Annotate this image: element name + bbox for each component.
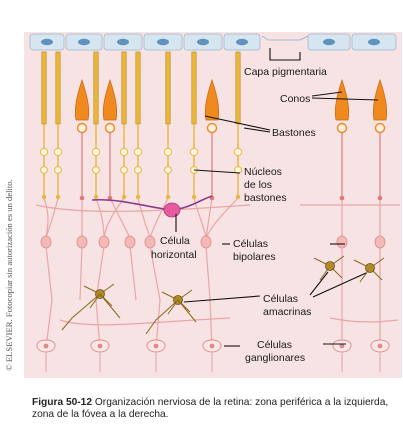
bipolar-cell — [337, 236, 347, 248]
bipolar-cell — [375, 236, 385, 248]
copyright-side-text: © ELSEVIER. Fotocopiar sin autorización … — [1, 140, 17, 410]
label-celula-horizontal-line1: Célula — [160, 235, 190, 247]
pigment-nucleus — [323, 39, 335, 45]
rod-nucleus — [54, 148, 61, 155]
amacrine-cell-body — [326, 262, 335, 271]
rod-outer-segment — [56, 52, 60, 124]
bipolar-cell — [125, 236, 135, 248]
cone-nucleus — [78, 124, 87, 133]
rod-synapse — [122, 195, 126, 199]
pigment-nucleus — [368, 39, 380, 45]
label-capa-pigmentaria: Capa pigmentaria — [244, 66, 327, 78]
rod-nucleus — [135, 167, 142, 174]
pigment-nucleus — [78, 39, 90, 45]
rod-synapse — [166, 195, 170, 199]
rod-nucleus — [190, 148, 197, 155]
figure-caption: Figura 50-12 Organización nerviosa de la… — [32, 397, 400, 421]
label-celula-horizontal-line2: horizontal — [151, 249, 197, 261]
rod-outer-segment — [166, 52, 170, 124]
pigment-nucleus — [117, 39, 129, 45]
cone-nucleus — [376, 124, 385, 133]
rod-outer-segment — [42, 52, 46, 124]
label-celulas-bipolares-line1: Células — [233, 238, 268, 250]
rod-synapse — [42, 195, 46, 199]
pigment-nucleus — [41, 39, 53, 45]
rod-outer-segment — [122, 52, 126, 124]
cone-pedicle — [340, 196, 345, 201]
cone-nucleus — [106, 124, 115, 133]
rod-synapse — [236, 195, 240, 199]
label-celulas-ganglionares-line2: ganglionares — [245, 352, 305, 364]
ganglion-nucleus — [98, 344, 103, 349]
pigment-nucleus — [236, 39, 248, 45]
bipolar-cell — [41, 236, 51, 248]
rod-nucleus — [93, 167, 100, 174]
rod-nucleus — [92, 148, 99, 155]
label-celulas-amacrinas-line1: Células — [263, 293, 298, 305]
rod-nucleus — [55, 167, 62, 174]
amacrine-cell-body — [366, 264, 375, 273]
label-celulas-bipolares-line2: bipolares — [233, 251, 276, 263]
pigment-nucleus — [157, 39, 169, 45]
label-nucleos-line1: Núcleos — [244, 166, 282, 178]
copyright-text: © ELSEVIER. Fotocopiar sin autorización … — [4, 179, 14, 371]
label-conos: Conos — [280, 93, 310, 105]
rod-nucleus — [41, 167, 48, 174]
rod-nucleus — [234, 148, 241, 155]
rod-nucleus — [164, 148, 171, 155]
figure-number: Figura 50-12 — [32, 397, 92, 408]
cone-nucleus — [338, 124, 347, 133]
rod-nucleus — [165, 167, 172, 174]
ganglion-nucleus — [44, 344, 49, 349]
label-nucleos-line3: bastones — [244, 192, 287, 204]
bipolar-cell — [145, 236, 155, 248]
rod-nucleus — [121, 167, 128, 174]
ganglion-nucleus — [154, 344, 159, 349]
rod-synapse — [136, 195, 140, 199]
label-nucleos-line2: de los — [244, 179, 272, 191]
rod-outer-segment — [94, 52, 98, 124]
cone-nucleus — [208, 124, 217, 133]
cone-pedicle — [80, 196, 85, 201]
ganglion-nucleus — [378, 344, 383, 349]
bipolar-cell — [99, 236, 109, 248]
bipolar-cell — [77, 236, 87, 248]
rod-nucleus — [120, 148, 127, 155]
ganglion-nucleus — [210, 344, 215, 349]
rod-synapse — [94, 195, 98, 199]
label-bastones: Bastones — [272, 127, 316, 139]
rod-synapse — [192, 195, 196, 199]
pigment-layer — [30, 34, 396, 50]
rod-outer-segment — [236, 52, 240, 124]
rod-nucleus — [134, 148, 141, 155]
horizontal-cell-body — [164, 203, 180, 217]
rod-synapse — [56, 195, 60, 199]
rod-outer-segment — [192, 52, 196, 124]
rod-nucleus — [40, 148, 47, 155]
label-celulas-ganglionares-line1: Células — [257, 339, 292, 351]
bipolar-cell — [201, 236, 211, 248]
rod-outer-segment — [136, 52, 140, 124]
label-celulas-amacrinas-line2: amacrinas — [263, 306, 311, 318]
pigment-nucleus — [197, 39, 209, 45]
cone-pedicle — [378, 196, 383, 201]
